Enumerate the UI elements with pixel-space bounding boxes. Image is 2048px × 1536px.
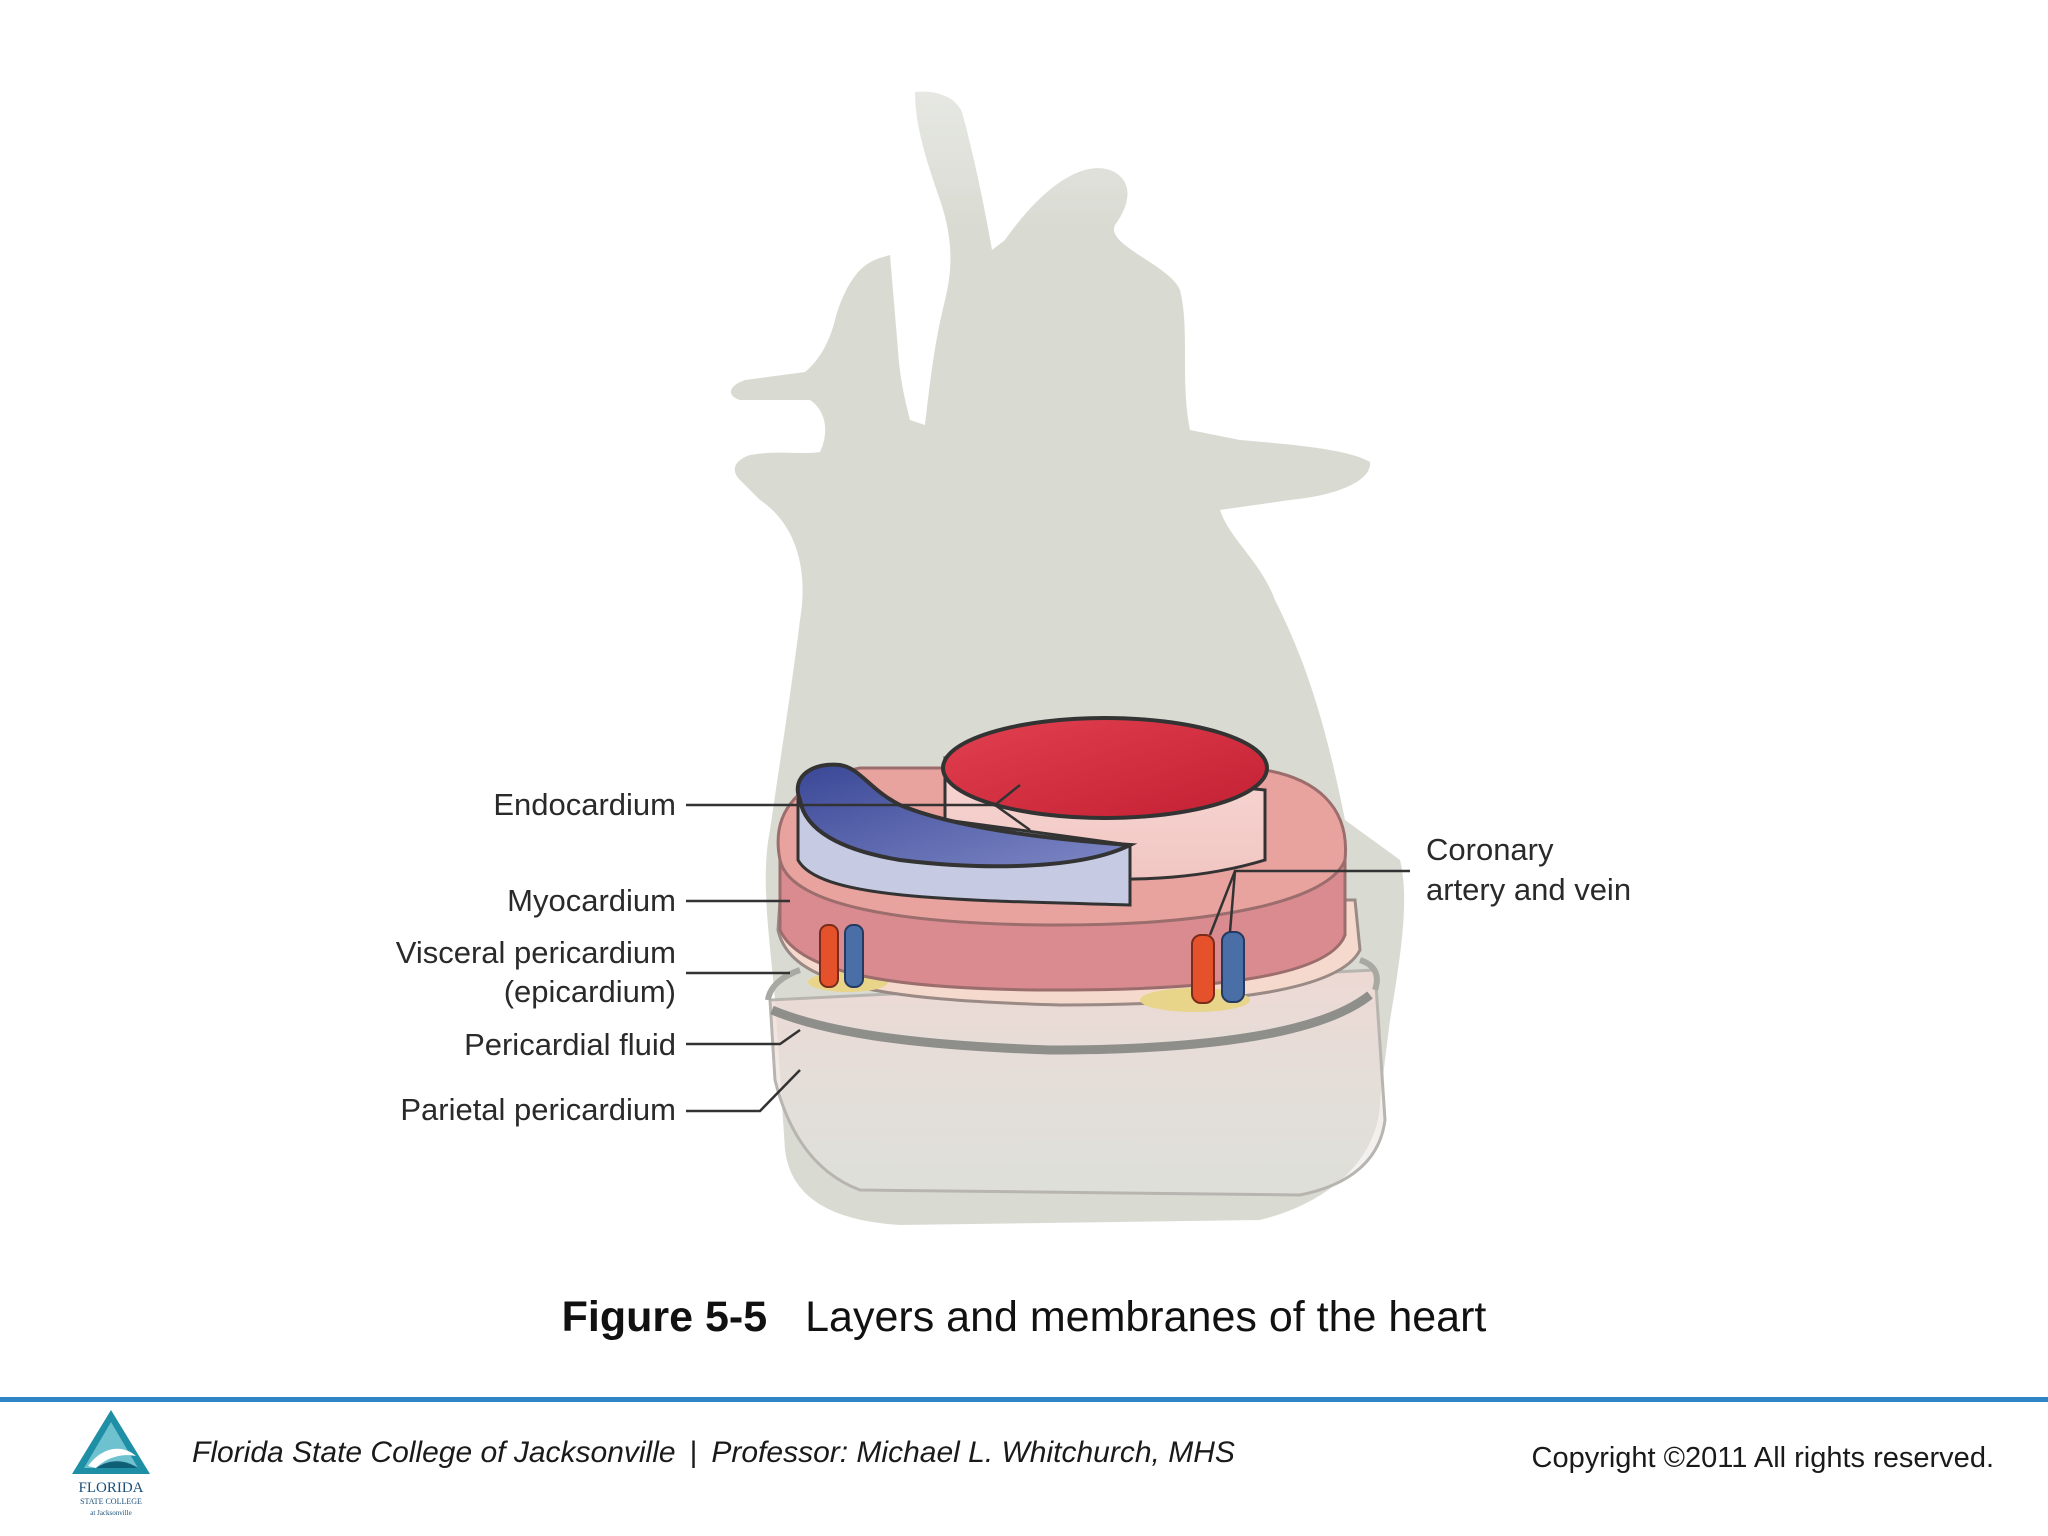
label-epicardium: (epicardium) [503,974,676,1009]
figure-title: Layers and membranes of the heart [805,1293,1487,1341]
coronary-vein-right [1221,931,1245,1003]
coronary-vein-left [844,924,864,988]
footer-rule [0,1397,2048,1402]
footer-attribution: Florida State College of Jacksonville | Pr… [192,1436,1235,1470]
footer-institution: Florida State College of Jacksonville [192,1436,676,1469]
footer-copyright: Copyright ©2011 All rights reserved. [1531,1442,1995,1474]
figure-caption: Figure 5-5 Layers and membranes of the he… [0,1293,2048,1342]
heart-layers-diagram [686,91,1410,1226]
label-myocardium: Myocardium [507,883,676,918]
figure-number: Figure 5-5 [561,1293,768,1341]
leader-lines [686,784,1410,1113]
label-endocardium: Endocardium [493,787,676,822]
coronary-artery-right [1191,934,1215,1004]
parietal-rim [765,957,1380,1001]
label-visceral-pericardium: Visceral pericardium [395,935,676,970]
label-pericardial-fluid: Pericardial fluid [464,1027,676,1062]
coronary-artery-left [819,924,839,988]
parietal-pericardium-sac [768,968,1387,1197]
footer-separator: | [689,1436,698,1469]
footer-professor: Professor: Michael L. Whitchurch, MHS [711,1436,1235,1469]
label-coronary: Coronary [1426,832,1554,867]
label-artery-and-vein: artery and vein [1426,872,1632,907]
logo-text-jacksonville: at Jacksonville [90,1509,131,1517]
pericardial-fluid-band [770,991,1373,1055]
college-logo: FLORIDA STATE COLLEGE at Jacksonville [72,1410,150,1517]
endocardium-red-lumen [941,716,1269,820]
logo-text-florida: FLORIDA [78,1480,143,1496]
logo-text-state-college: STATE COLLEGE [80,1497,142,1506]
label-parietal-pericardium: Parietal pericardium [400,1092,676,1127]
endocardium-blue-lumen [795,762,1138,869]
